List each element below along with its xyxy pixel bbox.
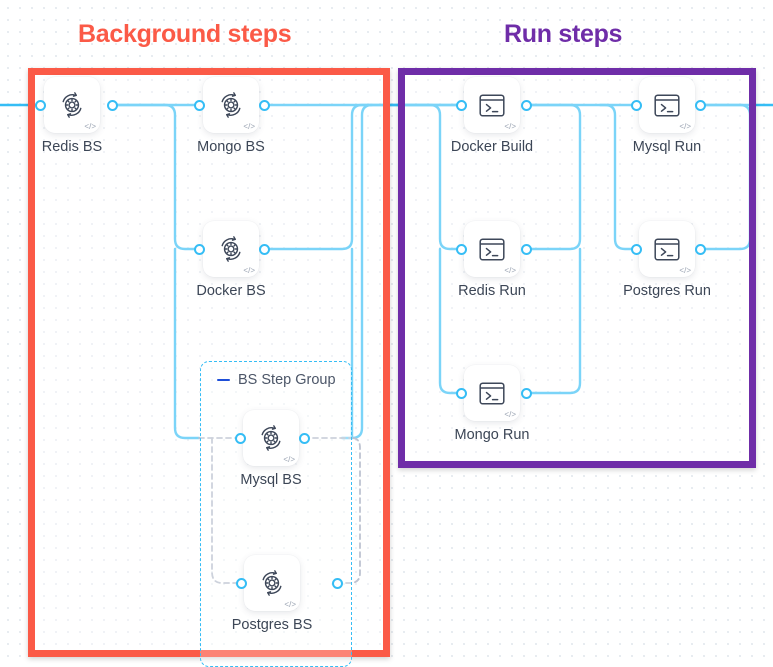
terminal-icon xyxy=(478,237,506,262)
port-in-mysql-run[interactable] xyxy=(630,99,642,111)
node-card-redis-bs[interactable]: </> xyxy=(44,77,100,133)
terminal-icon xyxy=(653,237,681,262)
port-in-mysql-bs[interactable] xyxy=(234,432,246,444)
node-label-mysql-run: Mysql Run xyxy=(632,139,702,155)
node-card-docker-build[interactable]: </> xyxy=(464,77,520,133)
step-group-bs-step-group[interactable]: BS Step Group xyxy=(200,361,352,667)
port-in-postgres-bs[interactable] xyxy=(235,577,247,589)
port-out-postgres-bs[interactable] xyxy=(331,577,343,589)
port-out-redis-bs[interactable] xyxy=(106,99,118,111)
node-redis-bs[interactable]: </> Redis BS xyxy=(42,77,102,155)
gear-rotate-icon xyxy=(216,90,246,120)
port-out-mongo-bs[interactable] xyxy=(258,99,270,111)
stage-title-run-steps: Run steps xyxy=(504,20,623,48)
code-badge-icon[interactable]: </> xyxy=(243,122,255,131)
port-in-redis-run[interactable] xyxy=(455,243,467,255)
node-label-mysql-bs: Mysql BS xyxy=(240,472,302,488)
stage-title-background-steps: Background steps xyxy=(78,20,292,48)
node-label-postgres-run: Postgres Run xyxy=(623,283,711,299)
node-card-mysql-run[interactable]: </> xyxy=(639,77,695,133)
port-in-postgres-run[interactable] xyxy=(630,243,642,255)
terminal-icon xyxy=(478,93,506,118)
node-mongo-bs[interactable]: </> Mongo BS xyxy=(197,77,265,155)
node-docker-build[interactable]: </> Docker Build xyxy=(451,77,533,155)
node-docker-bs[interactable]: </> Docker BS xyxy=(196,221,266,299)
node-card-mysql-bs[interactable]: </> xyxy=(243,410,299,466)
node-label-redis-bs: Redis BS xyxy=(41,139,103,155)
node-mysql-run[interactable]: </> Mysql Run xyxy=(633,77,701,155)
node-card-postgres-run[interactable]: </> xyxy=(639,221,695,277)
gear-rotate-icon xyxy=(216,234,246,264)
node-label-mongo-bs: Mongo BS xyxy=(197,139,265,155)
step-group-header[interactable]: BS Step Group xyxy=(217,372,336,388)
terminal-icon xyxy=(653,93,681,118)
code-badge-icon[interactable]: </> xyxy=(243,266,255,275)
node-card-mongo-run[interactable]: </> xyxy=(464,365,520,421)
port-in-redis-bs[interactable] xyxy=(34,99,46,111)
code-badge-icon[interactable]: </> xyxy=(679,266,691,275)
node-postgres-bs[interactable]: </> Postgres BS xyxy=(232,555,312,633)
node-card-redis-run[interactable]: </> xyxy=(464,221,520,277)
node-card-mongo-bs[interactable]: </> xyxy=(203,77,259,133)
code-badge-icon[interactable]: </> xyxy=(504,266,516,275)
node-label-mongo-run: Mongo Run xyxy=(454,427,530,443)
node-mysql-bs[interactable]: </> Mysql BS xyxy=(240,410,302,488)
port-out-mysql-bs[interactable] xyxy=(298,432,310,444)
gear-rotate-icon xyxy=(256,423,286,453)
code-badge-icon[interactable]: </> xyxy=(679,122,691,131)
port-out-redis-run[interactable] xyxy=(520,243,532,255)
node-label-docker-build: Docker Build xyxy=(450,139,534,155)
code-badge-icon[interactable]: </> xyxy=(284,600,296,609)
node-postgres-run[interactable]: </> Postgres Run xyxy=(623,221,711,299)
node-label-docker-bs: Docker BS xyxy=(196,283,266,299)
port-out-postgres-run[interactable] xyxy=(694,243,706,255)
port-out-docker-build[interactable] xyxy=(520,99,532,111)
node-card-postgres-bs[interactable]: </> xyxy=(244,555,300,611)
port-in-docker-bs[interactable] xyxy=(193,243,205,255)
port-in-mongo-bs[interactable] xyxy=(193,99,205,111)
node-label-postgres-bs: Postgres BS xyxy=(231,617,313,633)
gear-rotate-icon xyxy=(257,568,287,598)
stage-box-run-steps[interactable] xyxy=(398,68,756,468)
port-out-mongo-run[interactable] xyxy=(520,387,532,399)
code-badge-icon[interactable]: </> xyxy=(84,122,96,131)
code-badge-icon[interactable]: </> xyxy=(504,122,516,131)
node-mongo-run[interactable]: </> Mongo Run xyxy=(455,365,529,443)
port-out-mysql-run[interactable] xyxy=(694,99,706,111)
stage-box-background-steps[interactable] xyxy=(28,68,390,657)
terminal-icon xyxy=(478,381,506,406)
port-in-mongo-run[interactable] xyxy=(455,387,467,399)
code-badge-icon[interactable]: </> xyxy=(504,410,516,419)
port-out-docker-bs[interactable] xyxy=(258,243,270,255)
minus-icon[interactable] xyxy=(217,378,230,382)
gear-rotate-icon xyxy=(57,90,87,120)
port-in-docker-build[interactable] xyxy=(455,99,467,111)
node-card-docker-bs[interactable]: </> xyxy=(203,221,259,277)
step-group-label: BS Step Group xyxy=(238,372,336,388)
code-badge-icon[interactable]: </> xyxy=(283,455,295,464)
node-redis-run[interactable]: </> Redis Run xyxy=(458,221,526,299)
node-label-redis-run: Redis Run xyxy=(458,283,526,299)
